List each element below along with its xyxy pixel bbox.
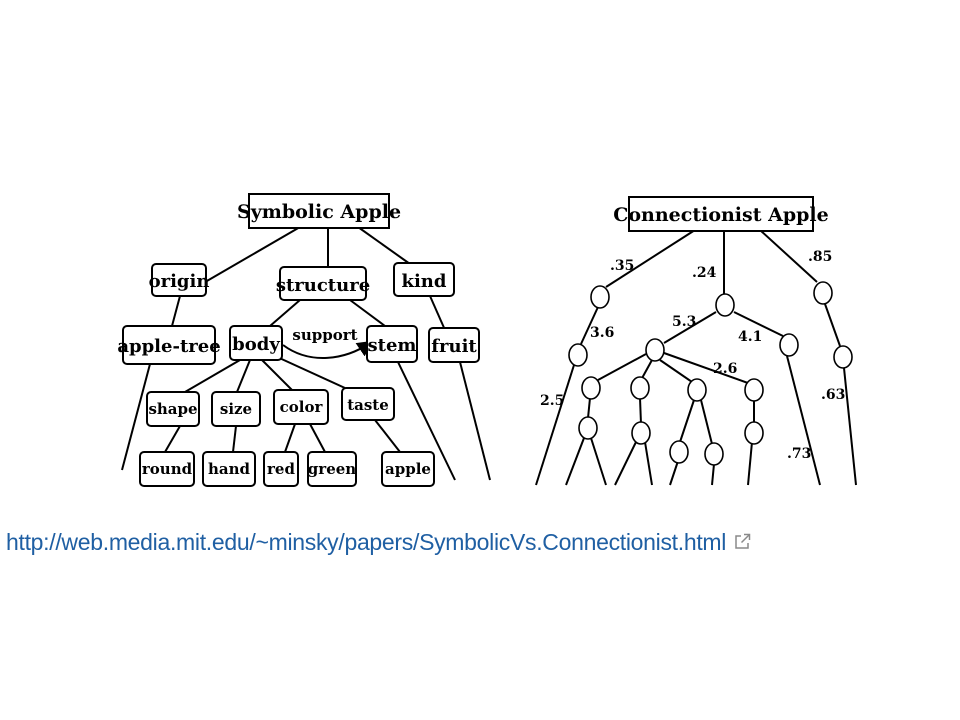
weight-label: 2.5 [540,393,564,409]
node-green: green [307,451,357,487]
weight-label: 4.1 [738,329,762,345]
svg-text:body: body [232,334,280,355]
svg-text:green: green [308,460,356,478]
source-link[interactable]: http://web.media.mit.edu/~minsky/papers/… [6,529,751,556]
node-shape: shape [146,391,200,427]
svg-text:size: size [220,400,252,418]
support-relation-label: support [292,326,357,344]
weight-label: .24 [692,265,717,281]
node-size: size [211,391,261,427]
node-origin: origin [149,263,210,297]
neuron-units [568,281,853,466]
svg-text:apple: apple [385,460,431,478]
node-kind: kind [393,262,455,297]
node-color: color [273,389,329,425]
symbolic-edges [121,226,491,481]
weight-label: .73 [787,446,811,462]
weight-label: 5.3 [672,314,696,330]
svg-text:origin: origin [149,271,210,292]
svg-text:red: red [267,460,295,478]
node-apple: apple [381,451,435,487]
node-apple-tree: apple-tree [117,325,221,365]
weight-label: .35 [610,258,634,274]
weight-label: 2.6 [713,361,737,377]
svg-text:structure: structure [276,275,370,296]
weight-label: 3.6 [590,325,614,341]
svg-text:Connectionist Apple: Connectionist Apple [613,204,829,226]
source-url-text[interactable]: http://web.media.mit.edu/~minsky/papers/… [6,529,727,555]
node-taste: taste [341,387,395,421]
symbolic-apple-tree: Symbolic Apple origin structure kind app… [117,193,491,487]
external-link-icon[interactable] [734,533,751,550]
connectionist-apple-network: Connectionist Apple [535,196,857,486]
svg-text:round: round [142,460,193,478]
node-hand: hand [202,451,256,487]
svg-text:fruit: fruit [431,336,477,357]
weight-label: .63 [821,387,845,403]
svg-text:hand: hand [208,460,251,478]
node-body: body [229,325,283,361]
node-round: round [139,451,195,487]
svg-text:apple-tree: apple-tree [117,336,220,357]
svg-text:color: color [280,398,324,416]
symbolic-title-node: Symbolic Apple [237,193,401,229]
svg-text:stem: stem [368,335,417,356]
weight-label: .85 [808,249,832,265]
svg-text:kind: kind [402,271,447,292]
svg-text:taste: taste [347,396,389,414]
connectionist-title-node: Connectionist Apple [613,196,829,232]
node-fruit: fruit [428,327,480,363]
connectionist-edges [535,229,857,486]
node-structure: structure [276,266,370,301]
node-red: red [263,451,299,487]
svg-text:Symbolic Apple: Symbolic Apple [237,201,401,223]
node-stem: stem [366,325,418,363]
svg-text:shape: shape [148,400,197,418]
